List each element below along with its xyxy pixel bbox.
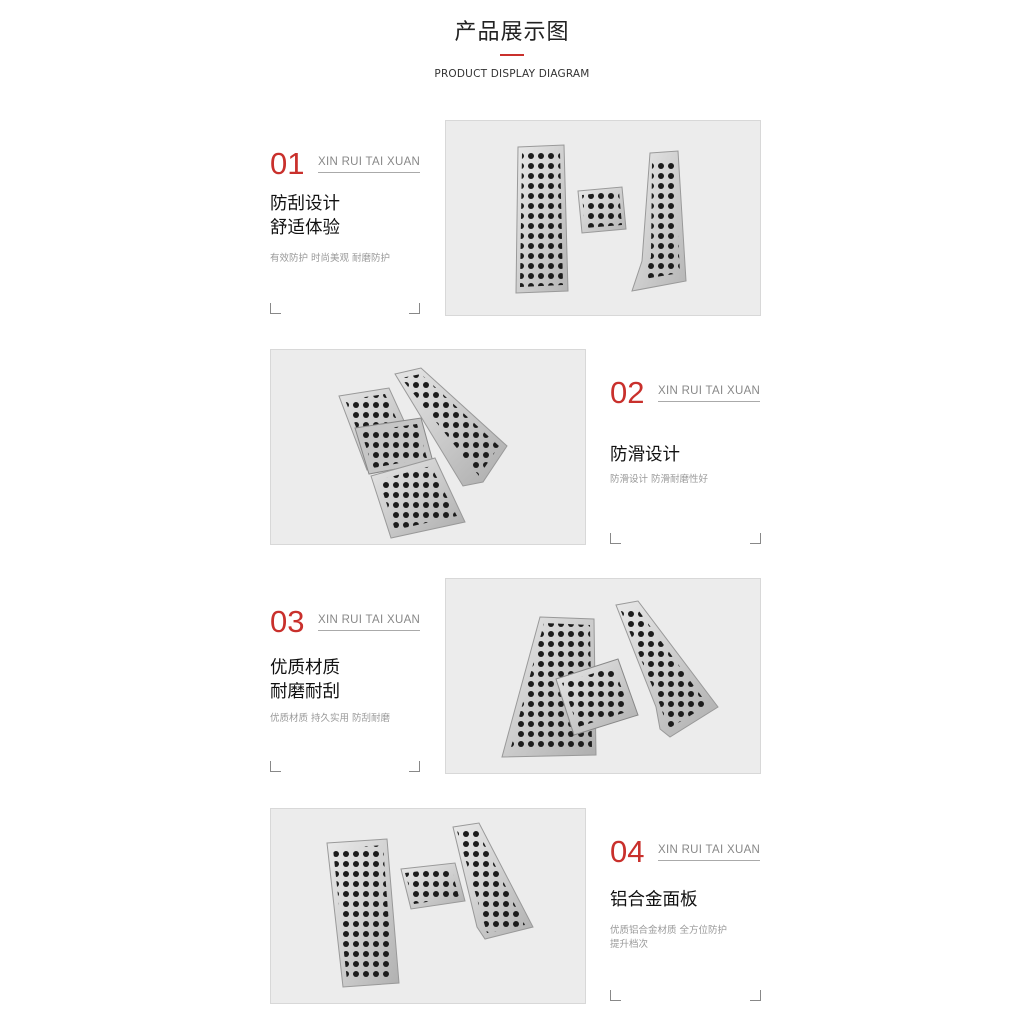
pedal-set-image — [501, 600, 719, 758]
page-subtitle: PRODUCT DISPLAY DIAGRAM — [434, 68, 590, 80]
pedal-set-image — [338, 367, 508, 539]
corner-mark-left — [610, 533, 621, 544]
feature-number: 04 — [610, 834, 645, 869]
feature-description: 优质铝合金材质 全方位防护 提升档次 — [610, 925, 728, 950]
feature-info-4: 04 XIN RUI TAI XUAN 铝合金面板 优质铝合金材质 全方位防护 … — [610, 834, 761, 996]
feature-description: 防滑设计 防滑耐磨性好 — [610, 474, 709, 485]
feature-block-3: 03 XIN RUI TAI XUAN 优质材质 耐磨耐刮 优质材质 持久实用 … — [0, 578, 1024, 778]
feature-heading: 防滑设计 — [610, 445, 680, 465]
feature-info-3: 03 XIN RUI TAI XUAN 优质材质 耐磨耐刮 优质材质 持久实用 … — [270, 604, 421, 766]
feature-heading: 防刮设计 舒适体验 — [270, 194, 340, 238]
corner-mark-left — [270, 761, 281, 772]
feature-info-2: 02 XIN RUI TAI XUAN 防滑设计 防滑设计 防滑耐磨性好 — [610, 375, 761, 537]
corner-mark-right — [750, 990, 761, 1001]
feature-number: 01 — [270, 146, 305, 181]
corner-mark-left — [610, 990, 621, 1001]
corner-mark-right — [750, 533, 761, 544]
feature-description: 有效防护 时尚美观 耐磨防护 — [270, 253, 391, 264]
corner-mark-left — [270, 303, 281, 314]
title-accent-bar — [500, 54, 524, 56]
corner-mark-right — [409, 761, 420, 772]
page-title: 产品展示图 — [454, 20, 570, 45]
feature-brand: XIN RUI TAI XUAN — [318, 156, 421, 173]
feature-info-1: 01 XIN RUI TAI XUAN 防刮设计 舒适体验 有效防护 时尚美观 … — [270, 146, 421, 308]
product-photo-3 — [445, 578, 761, 774]
product-photo-1 — [445, 120, 761, 316]
feature-brand: XIN RUI TAI XUAN — [658, 385, 761, 402]
corner-mark-right — [409, 303, 420, 314]
feature-description: 优质材质 持久实用 防刮耐磨 — [270, 713, 391, 724]
product-photo-4 — [270, 808, 586, 1004]
feature-number: 02 — [610, 375, 645, 410]
feature-number: 03 — [270, 604, 305, 639]
feature-block-4: 04 XIN RUI TAI XUAN 铝合金面板 优质铝合金材质 全方位防护 … — [0, 808, 1024, 1008]
feature-brand: XIN RUI TAI XUAN — [318, 614, 421, 631]
feature-block-1: 01 XIN RUI TAI XUAN 防刮设计 舒适体验 有效防护 时尚美观 … — [0, 120, 1024, 320]
feature-brand: XIN RUI TAI XUAN — [658, 844, 761, 861]
feature-heading: 优质材质 耐磨耐刮 — [270, 658, 340, 702]
pedal-set-image — [515, 144, 687, 294]
pedal-set-image — [326, 822, 534, 988]
feature-block-2: 02 XIN RUI TAI XUAN 防滑设计 防滑设计 防滑耐磨性好 — [0, 349, 1024, 549]
product-photo-2 — [270, 349, 586, 545]
feature-heading: 铝合金面板 — [610, 890, 698, 910]
